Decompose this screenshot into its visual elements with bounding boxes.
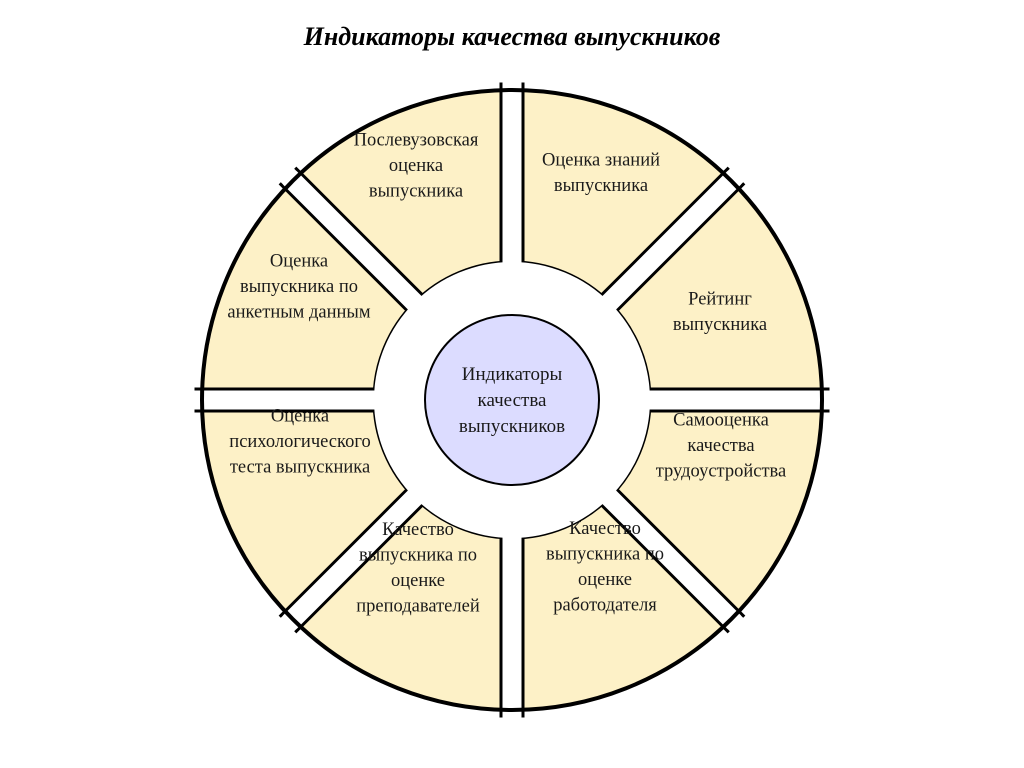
segment-separator-fill — [190, 390, 384, 410]
outer-ring — [200, 88, 824, 712]
segment-label-line: Качество — [382, 520, 454, 540]
segment-label-employment-self-assessment: Самооценка качества трудоустройства — [656, 411, 787, 482]
page-title: Индикаторы качества выпускников — [303, 22, 721, 51]
center-hub — [424, 314, 600, 486]
segment-label-line: Качество — [569, 519, 641, 539]
segment-label-line: работодателя — [553, 595, 657, 615]
segment-label-line: Оценка — [271, 407, 329, 427]
center-label-line: выпускников — [459, 416, 565, 437]
segment-separator-fill — [595, 165, 747, 317]
segment-label-line: выпускника — [554, 176, 648, 196]
segment-separator-fill — [277, 165, 429, 317]
segment-separator-fill — [277, 483, 429, 635]
segment-separator-fill — [502, 78, 522, 272]
center-label: Индикаторы качества выпускников — [459, 364, 565, 437]
segment-label-line: трудоустройства — [656, 462, 787, 482]
segment-label-line: психологического — [229, 432, 370, 452]
segment-label-line: выпускника по — [359, 545, 477, 565]
segment-label-line: Послевузовская — [354, 131, 479, 151]
center-label-line: Индикаторы — [462, 364, 563, 385]
segment-label-postgraduate-assessment: Послевузовская оценка выпускника — [354, 131, 479, 202]
segment-label-survey-assessment: Оценка выпускника по анкетным данным — [227, 252, 370, 323]
segment-label-line: оценке — [578, 570, 632, 590]
segment-label-line: Самооценка — [673, 411, 769, 431]
segment-label-line: выпускника — [673, 315, 767, 335]
segment-separator-fill — [640, 390, 834, 410]
center-label-line: качества — [478, 390, 548, 411]
segment-label-teacher-assessment: Качество выпускника по оценке преподавателе… — [356, 520, 480, 617]
segment-label-line: оценка — [389, 156, 443, 176]
segment-label-employer-assessment: Качество выпускника по оценке работодателя — [546, 519, 664, 616]
segment-label-line: выпускника — [369, 182, 463, 202]
segment-label-line: преподавателей — [356, 596, 480, 616]
segment-label-line: качества — [687, 436, 754, 456]
segment-separator-fill — [502, 528, 522, 722]
segment-label-line: Оценка знаний — [542, 150, 660, 170]
segment-separator-fill — [595, 483, 747, 635]
segment-label-line: оценке — [391, 571, 445, 591]
segment-label-line: Рейтинг — [688, 289, 752, 309]
segment-label-line: выпускника по — [546, 544, 664, 564]
segment-label-line: анкетным данным — [227, 303, 370, 323]
segment-label-line: Оценка — [270, 252, 328, 272]
segment-label-psych-test-assessment: Оценка психологического теста выпускника — [229, 407, 370, 478]
segment-label-knowledge-assessment: Оценка знаний выпускника — [542, 150, 660, 196]
segment-label-line: выпускника по — [240, 277, 358, 297]
segment-label-graduate-rating: Рейтинг выпускника — [673, 289, 767, 335]
segment-label-line: теста выпускника — [230, 458, 370, 478]
